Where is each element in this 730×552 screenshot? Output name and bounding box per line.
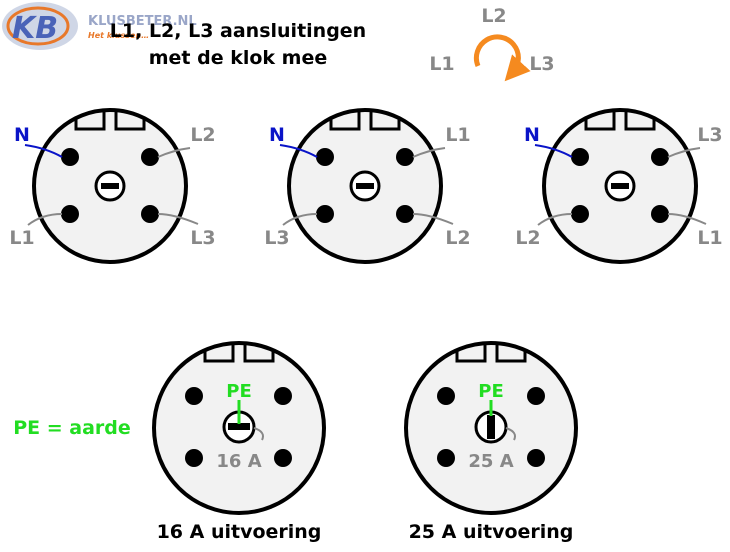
- rotation-label-right: L3: [529, 53, 554, 75]
- variant-25a: PE 25 A 25 A uitvoering: [404, 341, 578, 543]
- label-bottom-left: L1: [9, 227, 34, 249]
- contact-bottom-right: [141, 205, 159, 223]
- rotation-label-top: L2: [481, 5, 506, 27]
- earth-pin-slot: [356, 183, 374, 189]
- contact-bottom-right: [274, 449, 292, 467]
- earth-pin-slot-horizontal: [228, 423, 250, 430]
- contact-top-right: [274, 387, 292, 405]
- earth-pin-slot: [611, 183, 629, 189]
- contact-bottom-left: [61, 205, 79, 223]
- variant-16a: PE 16 A 16 A uitvoering: [152, 341, 326, 543]
- socket-3: N L3 L2 L1: [515, 108, 723, 264]
- wire-bottom-right: [667, 213, 707, 225]
- neutral-label: N: [524, 124, 540, 146]
- wire-bottom-left: [537, 213, 573, 226]
- wire-top-right: [412, 147, 446, 158]
- contact-top-right: [527, 387, 545, 405]
- logo-initials: KB: [12, 11, 58, 46]
- neutral-wire: [534, 144, 573, 158]
- logo: KB KLUSBETER.NL Het klussen…: [2, 2, 197, 50]
- contact-bottom-right: [396, 205, 414, 223]
- rotation-indicator: L2 L1 L3: [429, 5, 555, 82]
- contact-neutral: [316, 148, 334, 166]
- contact-bottom-left: [437, 449, 455, 467]
- rating-label: 16 A: [216, 451, 261, 472]
- rating-label: 25 A: [468, 451, 513, 472]
- neutral-wire: [279, 144, 318, 158]
- contact-top-right: [396, 148, 414, 166]
- wire-top-right: [667, 147, 701, 158]
- socket-notch: [74, 112, 146, 131]
- label-bottom-left: L3: [264, 227, 289, 249]
- socket-2: N L1 L3 L2: [264, 108, 471, 264]
- pe-label: PE: [226, 381, 252, 402]
- earth-pin-slot-vertical: [487, 415, 495, 439]
- neutral-label: N: [269, 124, 285, 146]
- label-bottom-left: L2: [515, 227, 540, 249]
- socket-notch: [329, 112, 401, 131]
- header-line-2: met de klok mee: [149, 47, 328, 69]
- earth-pin-slot: [101, 183, 119, 189]
- logo-brand: KLUSBETER.NL: [88, 14, 197, 29]
- label-bottom-right: L1: [697, 227, 722, 249]
- wire-bottom-right: [157, 213, 199, 225]
- contact-top-right: [141, 148, 159, 166]
- rotation-label-left: L1: [429, 53, 454, 75]
- socket-notch: [455, 344, 527, 363]
- contact-bottom-left: [316, 205, 334, 223]
- rating-pointer: [253, 427, 264, 441]
- contact-bottom-left: [185, 449, 203, 467]
- contact-bottom-left: [571, 205, 589, 223]
- wire-bottom-left: [282, 213, 318, 226]
- contact-neutral: [61, 148, 79, 166]
- contact-top-right: [651, 148, 669, 166]
- label-top-right: L1: [445, 124, 470, 146]
- contact-top-left: [437, 387, 455, 405]
- variant-caption: 25 A uitvoering: [409, 521, 574, 543]
- socket-1: N L2 L1 L3: [9, 108, 216, 264]
- socket-notch: [203, 344, 275, 363]
- contact-bottom-right: [651, 205, 669, 223]
- label-bottom-right: L2: [445, 227, 470, 249]
- contact-top-left: [185, 387, 203, 405]
- header-line-1: L1, L2, L3 aansluitingen: [110, 20, 366, 42]
- wire-bottom-right: [412, 213, 454, 225]
- pe-legend: PE = aarde: [13, 417, 131, 439]
- contact-bottom-right: [527, 449, 545, 467]
- pe-label: PE: [478, 381, 504, 402]
- neutral-label: N: [14, 124, 30, 146]
- socket-notch: [584, 112, 656, 131]
- label-top-right: L3: [697, 124, 722, 146]
- clockwise-arrow-icon: [473, 34, 531, 82]
- logo-tagline: Het klussen…: [88, 31, 149, 40]
- label-bottom-right: L3: [190, 227, 215, 249]
- label-top-right: L2: [190, 124, 215, 146]
- wire-bottom-left: [27, 213, 63, 226]
- logo-ring: [6, 6, 70, 46]
- contact-neutral: [571, 148, 589, 166]
- rating-pointer: [505, 427, 516, 441]
- neutral-wire: [24, 144, 63, 158]
- variant-caption: 16 A uitvoering: [157, 521, 322, 543]
- wire-top-right: [157, 147, 191, 158]
